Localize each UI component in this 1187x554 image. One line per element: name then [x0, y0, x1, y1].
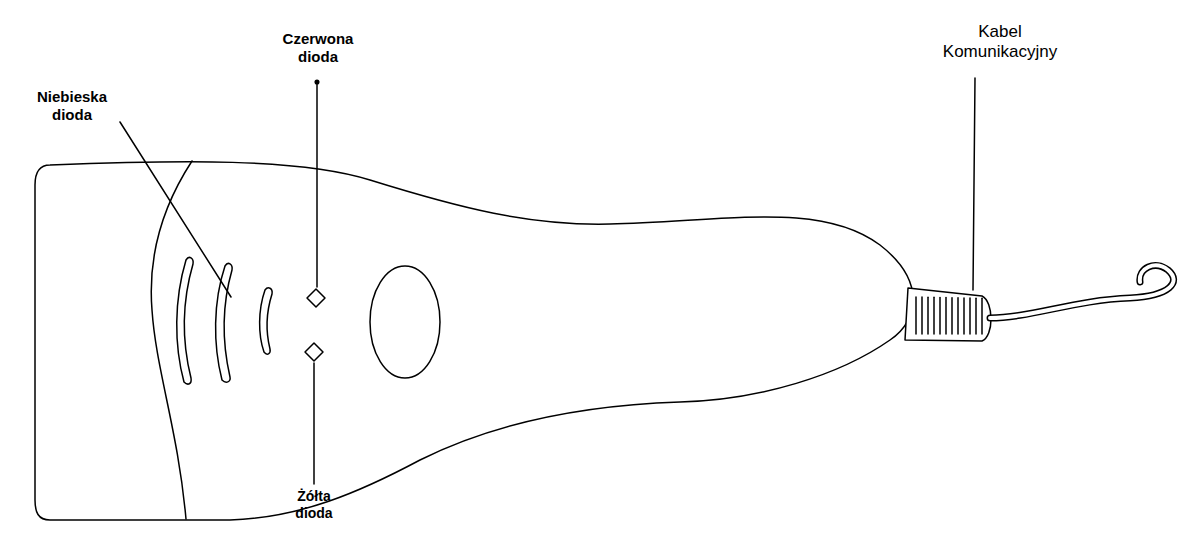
scanner-body [35, 162, 913, 520]
trigger-button [370, 266, 440, 378]
window-slot [216, 263, 233, 382]
part-label: Niebieska dioda [37, 88, 107, 124]
red-diode [307, 289, 325, 307]
rib-stroke [981, 298, 983, 334]
rib-stroke [927, 297, 929, 334]
window-slot [177, 257, 193, 384]
rib-stroke [921, 297, 923, 334]
cable-outer [990, 266, 1174, 318]
window-slot [260, 288, 273, 354]
leader-dot [315, 80, 319, 84]
strain-relief-ribs [916, 297, 982, 334]
rib-stroke [933, 297, 935, 334]
rib-stroke [945, 298, 947, 334]
part-label: Kabel Komunikacyjny [943, 22, 1057, 63]
rib-stroke [963, 298, 965, 334]
head-divider [151, 161, 192, 519]
part-label: Żółta dioda [295, 488, 332, 522]
leader-line [973, 78, 975, 290]
part-label: Czerwona dioda [283, 30, 354, 66]
rib-stroke [957, 298, 959, 334]
rib-stroke [951, 298, 953, 334]
strain-relief [905, 288, 991, 341]
rib-stroke [939, 297, 941, 334]
leader-line [120, 122, 231, 297]
rib-stroke [969, 298, 971, 334]
rib-stroke [915, 297, 917, 334]
leader-line [316, 82, 318, 287]
rib-stroke [975, 298, 977, 334]
yellow-diode [305, 343, 323, 361]
leader-line [313, 363, 315, 484]
cable-inner [990, 266, 1174, 318]
